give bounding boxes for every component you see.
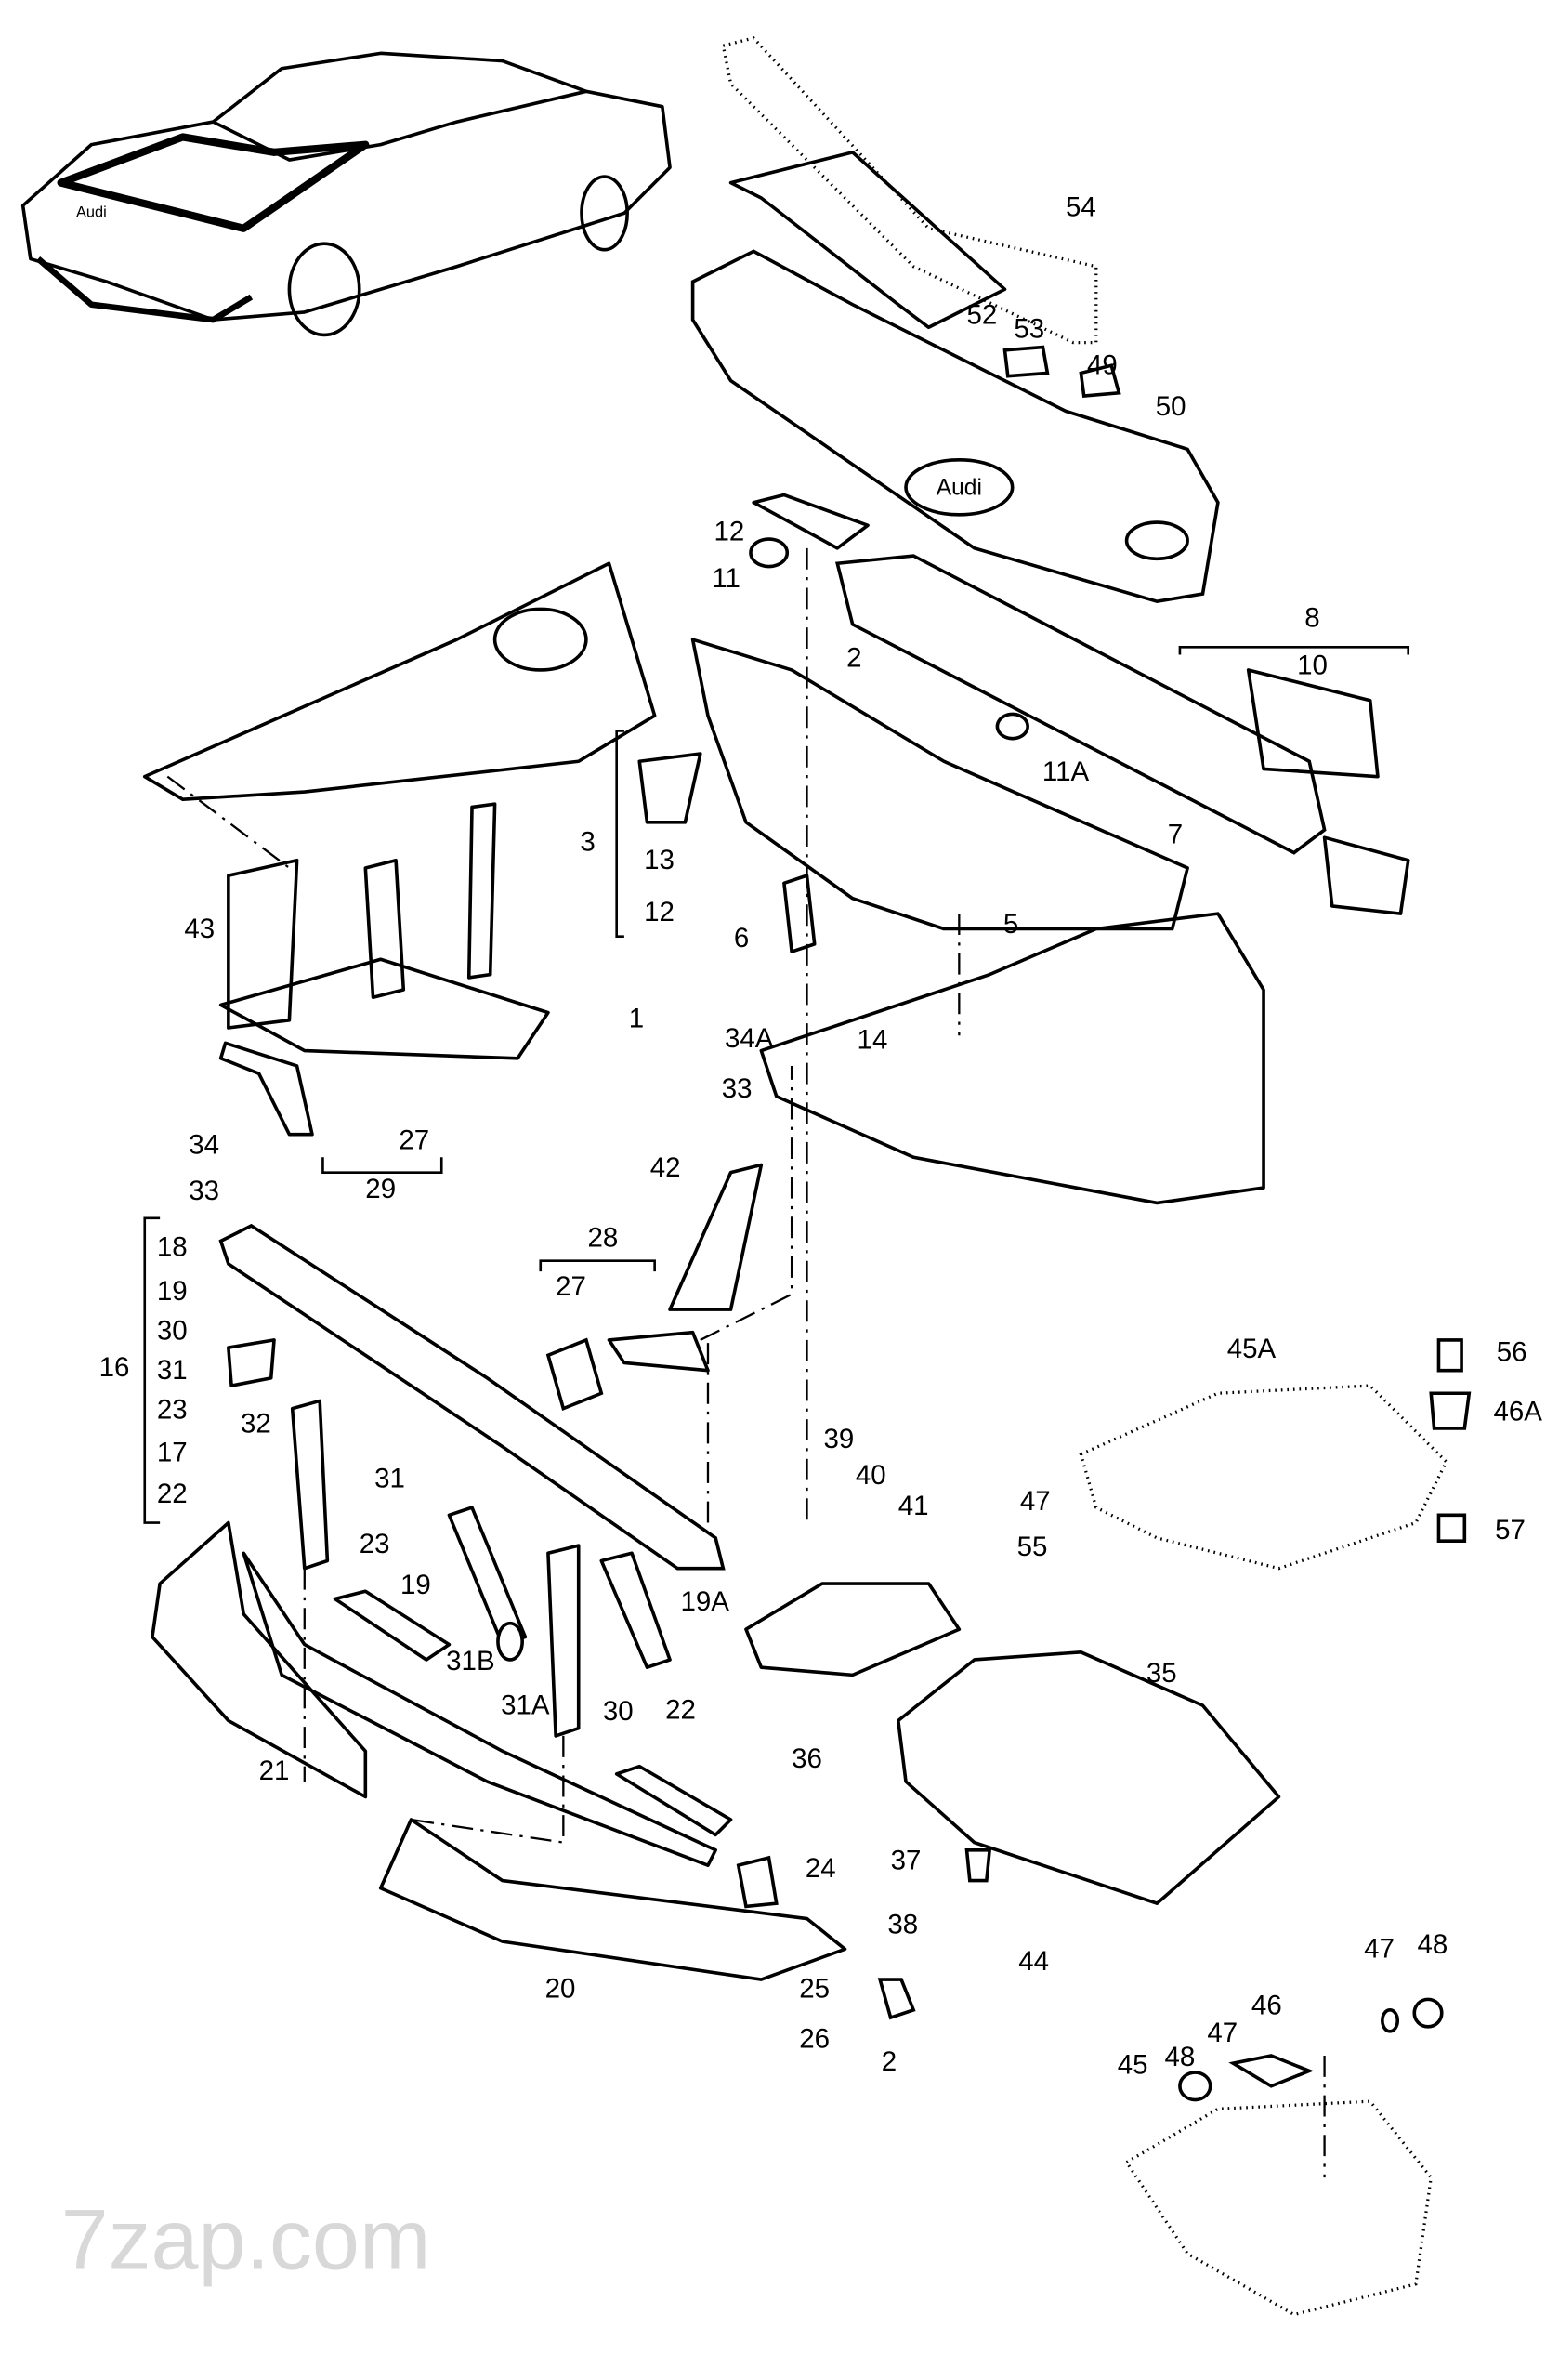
callout-39: 39 xyxy=(824,1424,855,1454)
callout-48: 48 xyxy=(1418,1929,1448,1960)
assembly-lines xyxy=(166,547,1326,2178)
callout-38: 38 xyxy=(887,1910,918,1940)
callout-33b: 33 xyxy=(189,1176,219,1206)
callout-11: 11 xyxy=(712,563,740,594)
watermark: 7zap.com xyxy=(61,2192,431,2287)
callout-3: 3 xyxy=(580,827,595,858)
callout-2b: 2 xyxy=(882,2046,897,2077)
plenum-parts: Audi xyxy=(690,36,1410,915)
callout-43: 43 xyxy=(184,914,215,944)
callout-12: 12 xyxy=(714,516,745,546)
callout-19a: 19A xyxy=(680,1586,729,1617)
callout-31b-bolt: 31B xyxy=(446,1646,494,1677)
callout-37: 37 xyxy=(891,1846,922,1876)
callout-48b: 48 xyxy=(1165,2042,1196,2072)
callout-36: 36 xyxy=(792,1743,822,1774)
callout-44: 44 xyxy=(1018,1946,1049,1977)
callout-31a: 31A xyxy=(501,1690,550,1721)
callout-11a: 11A xyxy=(1042,756,1090,787)
callout-34a: 34A xyxy=(725,1023,774,1054)
car-logo: Audi xyxy=(76,204,107,221)
callout-18: 18 xyxy=(157,1231,188,1262)
callout-labels: 54 52 53 49 50 12 11 2 8 10 11A 7 3 13 1… xyxy=(99,191,1543,2080)
callout-13: 13 xyxy=(644,845,675,875)
callout-14: 14 xyxy=(858,1025,888,1056)
callout-23b: 23 xyxy=(360,1529,390,1559)
callout-22b: 22 xyxy=(665,1694,696,1725)
callout-46: 46 xyxy=(1251,1990,1282,2020)
callout-45: 45 xyxy=(1118,2049,1148,2080)
callout-22: 22 xyxy=(157,1479,188,1509)
callout-12b: 12 xyxy=(644,897,675,927)
callout-56: 56 xyxy=(1497,1336,1527,1367)
callout-53: 53 xyxy=(1014,313,1044,344)
callout-47: 47 xyxy=(1020,1486,1051,1517)
callout-50: 50 xyxy=(1156,391,1186,422)
callout-57: 57 xyxy=(1495,1515,1526,1545)
callout-25: 25 xyxy=(799,1973,830,2004)
callout-30b: 30 xyxy=(603,1696,634,1727)
callout-30: 30 xyxy=(157,1315,188,1346)
callout-45a: 45A xyxy=(1227,1334,1277,1364)
plenum-logo: Audi xyxy=(937,475,982,500)
callout-42: 42 xyxy=(650,1152,681,1183)
callout-34: 34 xyxy=(189,1130,219,1161)
callout-19b: 19 xyxy=(400,1570,431,1600)
callout-29: 29 xyxy=(365,1174,396,1204)
callout-8: 8 xyxy=(1304,603,1319,634)
callout-23: 23 xyxy=(157,1395,188,1426)
callout-46a: 46A xyxy=(1493,1396,1542,1427)
callout-52: 52 xyxy=(967,300,998,331)
callout-54: 54 xyxy=(1066,191,1096,222)
callout-26: 26 xyxy=(799,2023,830,2054)
grouping-brackets xyxy=(143,646,1410,1524)
callout-7: 7 xyxy=(1168,819,1183,849)
callout-1: 1 xyxy=(629,1004,644,1034)
callout-31: 31 xyxy=(157,1355,188,1386)
callout-31b: 31 xyxy=(374,1463,405,1493)
callout-27: 27 xyxy=(399,1125,429,1156)
callout-10: 10 xyxy=(1297,650,1328,680)
callout-32: 32 xyxy=(241,1408,271,1439)
callout-24: 24 xyxy=(806,1853,836,1884)
callout-33: 33 xyxy=(722,1073,753,1104)
callout-47b: 47 xyxy=(1364,1934,1395,1965)
callout-5: 5 xyxy=(1003,909,1018,940)
callout-35: 35 xyxy=(1146,1658,1177,1689)
callout-49: 49 xyxy=(1087,350,1118,381)
callout-16: 16 xyxy=(99,1352,130,1383)
callout-6: 6 xyxy=(734,923,749,953)
callout-28: 28 xyxy=(588,1223,619,1254)
callout-2: 2 xyxy=(846,642,861,673)
callout-21: 21 xyxy=(259,1755,290,1786)
front-assembly xyxy=(151,1223,847,1981)
callout-19: 19 xyxy=(157,1276,188,1307)
callout-27b: 27 xyxy=(556,1271,586,1302)
callout-55: 55 xyxy=(1017,1532,1048,1562)
callout-47c: 47 xyxy=(1207,2018,1238,2048)
callout-40: 40 xyxy=(856,1460,886,1491)
callout-17: 17 xyxy=(157,1438,188,1468)
car-illustration: Audi xyxy=(20,51,672,337)
callout-20: 20 xyxy=(545,1973,576,2004)
callout-41: 41 xyxy=(898,1491,929,1521)
underbody-covers xyxy=(744,1338,1472,2317)
